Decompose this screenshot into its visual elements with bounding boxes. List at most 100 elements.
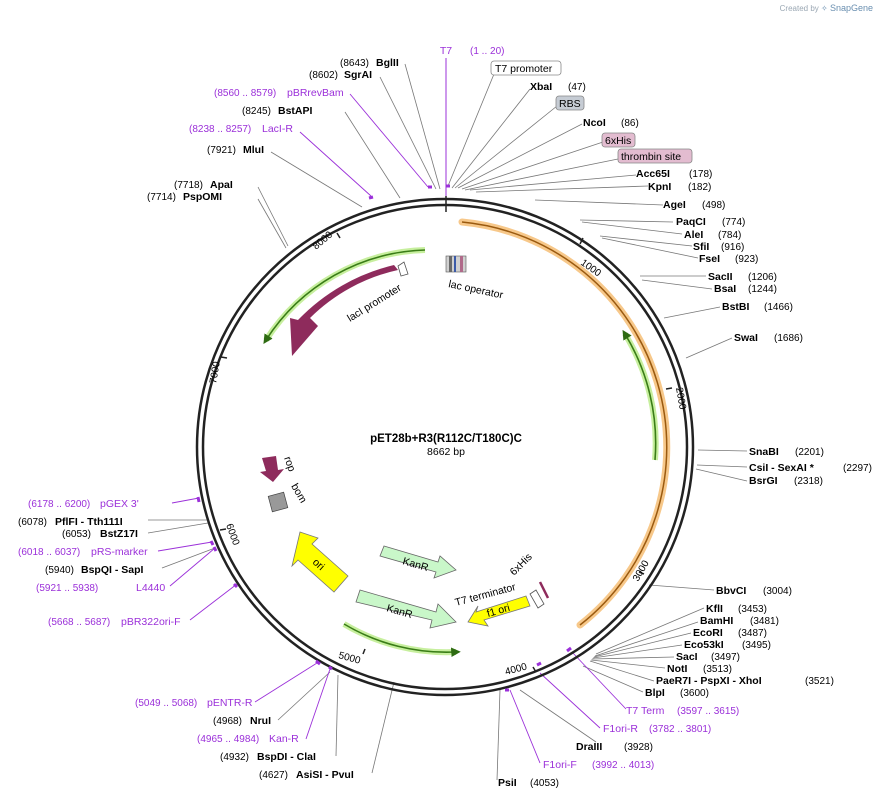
site-name-bspdi-clai: BspDI - ClaI	[257, 751, 316, 763]
site-pos-bstbi: (1466)	[764, 302, 793, 313]
site-name-apai: ApaI	[210, 179, 233, 191]
primer-name-prs-marker: pRS-marker	[91, 546, 148, 558]
watermark-app: SnapGene	[829, 3, 873, 13]
site-name-swai: SwaI	[734, 332, 758, 344]
site-pos-fsei: (923)	[735, 254, 758, 265]
inner-6xhis-label: 6xHis	[508, 551, 535, 578]
site-pos-csii-sexai: (2297)	[843, 463, 872, 474]
primer-name-pentr-r: pENTR-R	[207, 697, 253, 709]
site-name-noti: NotI	[667, 663, 687, 675]
t7-promoter-box	[490, 60, 562, 76]
highlight-arc-orange	[458, 218, 671, 629]
site-pos-draiii: (3928)	[624, 742, 653, 753]
bom-label: bom	[288, 482, 309, 506]
plasmid-length: 8662 bp	[427, 446, 465, 458]
site-name-bstapi: BstAPI	[278, 105, 313, 117]
f1-ori-feature: f1 ori	[467, 595, 531, 627]
site-pos-saci: (3497)	[711, 652, 740, 663]
site-name-csii-sexai: CsiI - SexAI *	[749, 462, 815, 474]
primer-name-laci-r: LacI-R	[262, 123, 293, 135]
site-pos-swai: (1686)	[774, 333, 803, 344]
t7-primer-range: (1 .. 20)	[470, 46, 504, 57]
site-name-bsai: BsaI	[714, 283, 736, 295]
site-name-sgrai: SgrAI	[344, 69, 372, 81]
site-name-ncoi: NcoI	[583, 117, 606, 129]
snapgene-logo-icon: ✧	[821, 4, 828, 13]
site-pos-sacii: (1206)	[748, 272, 777, 283]
site-pos-bstapi: (8245)	[242, 106, 271, 117]
site-name-paqci: PaqCI	[676, 216, 706, 228]
tick-label-2000: 2000	[673, 387, 688, 411]
site-name-saci: SacI	[676, 651, 698, 663]
rbs-label: RBS	[559, 98, 581, 110]
rop-feature: rop	[260, 455, 298, 482]
left-primer-labels: (8560 .. 8579) pBRrevBam (8238 .. 8257) …	[18, 87, 344, 745]
lacI-feature: lacI	[290, 265, 398, 356]
site-pos-apai: (7718)	[174, 180, 203, 191]
site-name-bbvci: BbvCI	[716, 585, 746, 597]
ori-feature: ori	[291, 531, 349, 593]
site-pos-kpni: (182)	[688, 182, 711, 193]
f1-ori-label: f1 ori	[486, 602, 512, 620]
site-pos-noti: (3513)	[703, 664, 732, 675]
site-name-bstz17i: BstZ17I	[100, 528, 138, 540]
6xhis-label: 6xHis	[605, 135, 631, 147]
site-name-asisi-pvui: AsiSI - PvuI	[296, 769, 354, 781]
primer-range-f1ori-f: (3992 .. 4013)	[592, 760, 654, 771]
site-name-nrui: NruI	[250, 715, 271, 727]
site-name-agei: AgeI	[663, 199, 686, 211]
site-pos-acc65i: (178)	[689, 169, 712, 180]
site-name-bstbi: BstBI	[722, 301, 750, 313]
primer-range-pentr-r: (5049 .. 5068)	[135, 698, 197, 709]
plasmid-title: pET28b+R3(R112C/T180C)C 8662 bp	[370, 433, 522, 458]
primer-range-pbrrevbam: (8560 .. 8579)	[214, 88, 276, 99]
primer-name-t7-term: T7 Term	[626, 705, 665, 717]
rbs-box	[555, 95, 585, 111]
lac-operator-label: lac operator	[447, 278, 504, 301]
site-name-kfli: KflI	[706, 603, 723, 615]
site-pos-ncoi: (86)	[621, 118, 639, 129]
t7-promoter-label: T7 promoter	[495, 63, 553, 75]
bom-feature: bom	[267, 482, 309, 513]
site-name-pflfi-tth111i: PflFI - Tth111I	[55, 516, 123, 528]
site-pos-bsai: (1244)	[748, 284, 777, 295]
primer-marks	[196, 184, 572, 692]
t7-primer-name: T7	[440, 45, 452, 57]
site-name-bspqi-sapi: BspQI - SapI	[81, 564, 144, 576]
site-pos-bbvci: (3004)	[763, 586, 792, 597]
rop-label: rop	[281, 455, 298, 474]
site-name-ecori: EcoRI	[693, 627, 723, 639]
left-enzyme-labels: (8643) BglII (8602) SgrAI (8245) BstAPI …	[18, 57, 399, 781]
primer-range-f1ori-r: (3782 .. 3801)	[649, 724, 711, 735]
thrombin-site-label: thrombin site	[621, 151, 681, 163]
site-name-pspomi: PspOMI	[183, 191, 222, 203]
site-pos-xbai: (47)	[568, 82, 586, 93]
backbone-ticks	[219, 196, 673, 673]
primer-range-pgex3: (6178 .. 6200)	[28, 499, 90, 510]
plasmid-name: pET28b+R3(R112C/T180C)C	[370, 433, 522, 445]
site-name-bglii: BglII	[376, 57, 399, 69]
site-pos-bspdi-clai: (4932)	[220, 752, 249, 763]
site-pos-pflfi-tth111i: (6078)	[18, 517, 47, 528]
t7-terminator-feature: T7 terminator 6xHis	[454, 551, 550, 609]
leader-lines	[147, 58, 748, 781]
primer-range-t7-term: (3597 .. 3615)	[677, 706, 739, 717]
primer-name-kan-r: Kan-R	[269, 733, 299, 745]
site-name-sacii: SacII	[708, 271, 733, 283]
site-name-bsrgi: BsrGI	[749, 475, 778, 487]
site-pos-paer7i-pspxi-xhoi: (3521)	[805, 676, 834, 687]
site-pos-eco53ki: (3495)	[742, 640, 771, 651]
top-labels: T7 (1 .. 20) T7 promoter RBS 6xHis throm…	[440, 45, 693, 196]
site-name-psii: PsiI	[498, 777, 517, 789]
primer-name-f1ori-f: F1ori-F	[543, 759, 577, 771]
site-name-alei: AleI	[684, 229, 703, 241]
plasmid-backbone	[195, 197, 695, 697]
site-name-eco53ki: Eco53kI	[684, 639, 724, 651]
site-pos-bspqi-sapi: (5940)	[45, 565, 74, 576]
green-arrows	[263, 247, 659, 658]
site-pos-sfii: (916)	[721, 242, 744, 253]
primer-range-pbr322ori-f: (5668 .. 5687)	[48, 617, 110, 628]
primer-leader-lines	[157, 93, 627, 764]
site-name-blpi: BlpI	[645, 687, 665, 699]
